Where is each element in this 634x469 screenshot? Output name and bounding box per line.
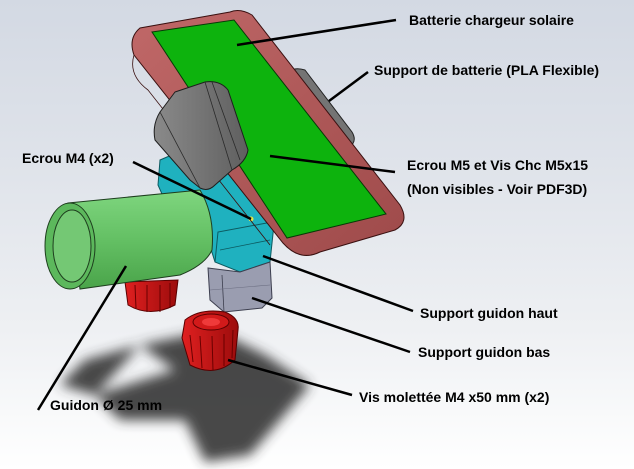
leader-thumb-screw xyxy=(227,358,353,397)
leader-battery xyxy=(236,18,397,47)
label-nut-m5-line2: (Non visibles - Voir PDF3D) xyxy=(407,181,588,197)
label-thumb-screw: Vis molettée M4 x50 mm (x2) xyxy=(359,389,550,405)
label-clamp-top: Support guidon haut xyxy=(420,305,558,321)
battery-solar-panel xyxy=(151,19,387,239)
label-nut-m5-line1: Ecrou M5 et Vis Chc M5x15 xyxy=(407,157,589,173)
ground-shadow xyxy=(60,330,310,462)
leader-clamp-bottom xyxy=(251,296,411,354)
label-handlebar: Guidon Ø 25 mm xyxy=(50,397,163,413)
leader-clamp-top xyxy=(262,254,414,313)
leader-lines xyxy=(36,18,414,411)
leader-nut-m4 xyxy=(132,160,252,221)
leader-nut-m5 xyxy=(269,154,396,174)
leader-battery-support xyxy=(328,70,369,103)
battery-support-front-clip xyxy=(153,81,249,190)
thumb-screw-front xyxy=(181,310,239,371)
leader-handlebar xyxy=(36,265,128,411)
thumb-screw-rear xyxy=(124,279,179,312)
label-battery: Batterie chargeur solaire xyxy=(409,12,574,28)
label-nut-m4: Ecrou M4 (x2) xyxy=(22,150,114,166)
label-battery-support: Support de batterie (PLA Flexible) xyxy=(374,62,600,78)
handlebar-tube xyxy=(44,189,213,290)
label-clamp-bottom: Support guidon bas xyxy=(418,344,551,360)
